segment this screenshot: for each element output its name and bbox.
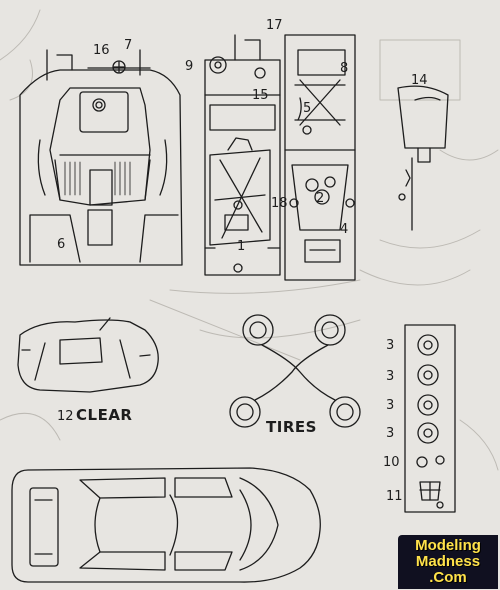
tire-sprue [229, 314, 361, 428]
watermark-logo: Modeling Madness .Com [398, 535, 498, 589]
part-number-16: 16 [93, 43, 110, 58]
part-number-6: 6 [57, 237, 65, 252]
part-number-18: 18 [271, 196, 288, 211]
part-number-11: 11 [386, 489, 403, 504]
clear-caption: CLEAR [76, 406, 132, 424]
part-number-2: 2 [316, 191, 324, 206]
part-number-10: 10 [383, 455, 400, 470]
watermark-line-3: .Com [429, 569, 467, 586]
part-number-1: 1 [237, 239, 245, 254]
clear-windows-part [17, 317, 159, 393]
part-number-14: 14 [411, 73, 428, 88]
part-number-3-d: 3 [386, 426, 394, 441]
wheel-sprue [404, 324, 456, 513]
part-number-5: 5 [303, 101, 311, 116]
part-number-15: 15 [252, 88, 269, 103]
watermark-line-1: Modeling [415, 537, 481, 554]
part-number-8: 8 [340, 61, 348, 76]
part-number-4: 4 [340, 222, 348, 237]
suspension-sprue [284, 34, 356, 281]
part-number-12: 12 [57, 409, 74, 424]
part-number-7: 7 [124, 38, 132, 53]
part-number-17: 17 [266, 18, 283, 33]
background-sketch [0, 9, 499, 471]
car-body [11, 467, 321, 583]
part-number-3-b: 3 [386, 369, 394, 384]
cage-part [397, 85, 449, 231]
tires-caption: TIRES [266, 418, 317, 436]
part-number-3-a: 3 [386, 338, 394, 353]
part-number-3-c: 3 [386, 398, 394, 413]
engine-sprue [19, 49, 183, 266]
chassis-sprue [204, 34, 281, 276]
part-number-9: 9 [185, 59, 193, 74]
watermark-line-2: Madness [415, 553, 481, 570]
